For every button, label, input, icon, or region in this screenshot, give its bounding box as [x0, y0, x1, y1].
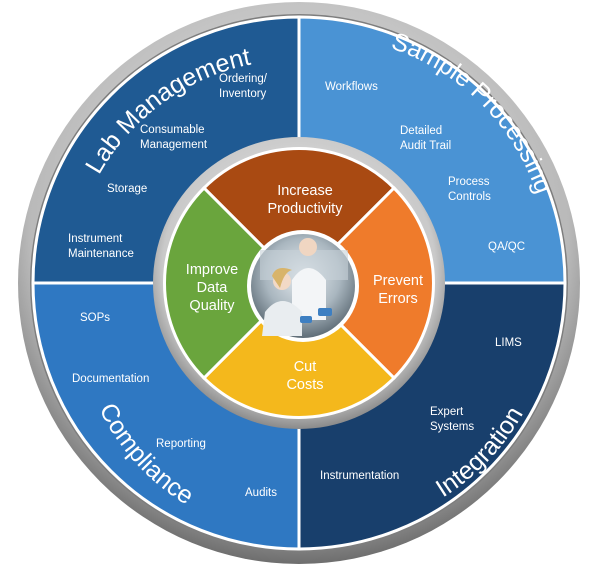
petal-increase-productivity[interactable]: [201, 147, 397, 286]
petal-prevent-errors[interactable]: [296, 185, 435, 381]
item-ordering-inventory[interactable]: Ordering/Inventory: [219, 73, 268, 100]
compliance-items: SOPs Documentation Reporting Audits: [72, 312, 277, 499]
item-workflows[interactable]: Workflows: [325, 81, 378, 93]
item-instrumentation[interactable]: Instrumentation: [320, 470, 399, 482]
item-documentation[interactable]: Documentation: [72, 373, 149, 385]
item-reporting[interactable]: Reporting: [156, 438, 206, 450]
item-audits[interactable]: Audits: [245, 487, 277, 499]
item-sops[interactable]: SOPs: [80, 312, 110, 324]
scientists-photo: [247, 230, 359, 342]
petal-cut-costs[interactable]: [201, 280, 397, 419]
item-lims[interactable]: LIMS: [495, 337, 522, 349]
item-qa-qc[interactable]: QA/QC: [488, 241, 525, 253]
petal-improve-data-quality[interactable]: [163, 185, 302, 381]
item-storage[interactable]: Storage: [107, 183, 147, 195]
